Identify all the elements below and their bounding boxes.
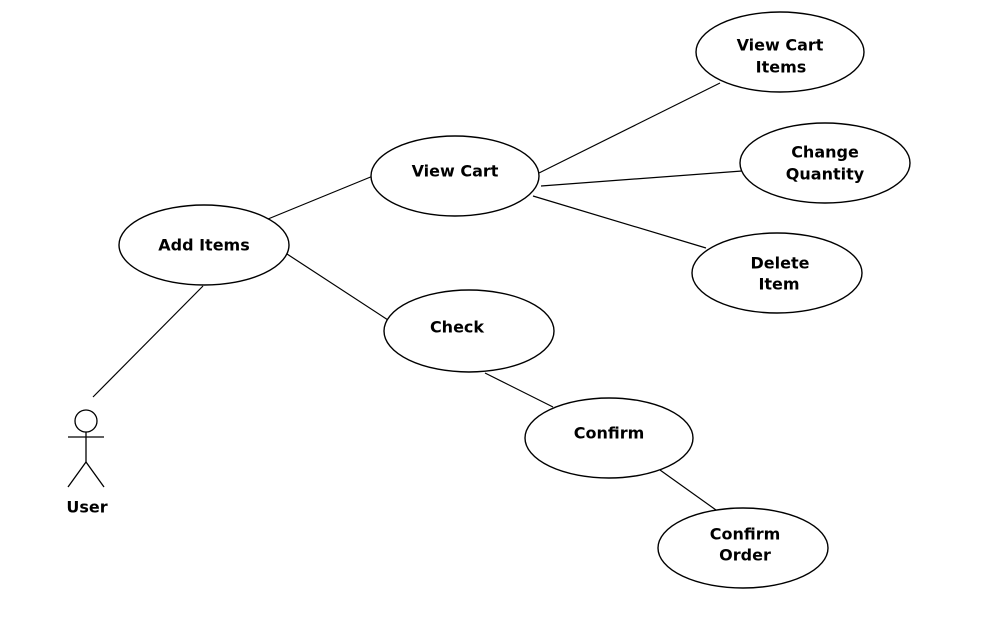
association-confirm-confirm-order [659,469,717,511]
use-case-label-line-1: Change [791,143,859,162]
use-case-check[interactable]: Check [383,289,555,373]
use-case-label-line-1: Delete [751,254,810,273]
use-case-view-cart-items[interactable]: View Cart Items [695,11,865,93]
use-case-label-line-2: Order [719,546,771,565]
association-view-cart-delete-item [532,195,707,249]
use-case-label: Add Items [158,236,250,255]
use-case-confirm[interactable]: Confirm [524,397,694,479]
association-view-cart-view-cart-items [538,82,721,174]
use-case-delete-item[interactable]: Delete Item [691,232,863,314]
actor-label: User [66,498,107,517]
association-add-items-check [286,253,389,321]
use-case-label: Check [430,318,484,337]
use-case-change-quantity[interactable]: Change Quantity [739,122,911,204]
use-case-label: View Cart [412,162,499,181]
association-user-add-items [92,285,204,398]
actor-user[interactable]: User [66,409,108,517]
use-case-confirm-order[interactable]: Confirm Order [657,507,829,589]
use-case-label-line-1: View Cart [737,36,824,55]
association-check-confirm [484,372,554,408]
stick-figure-icon [67,409,105,488]
use-case-view-cart[interactable]: View Cart [370,135,540,217]
associations [92,82,743,511]
use-case-add-items[interactable]: Add Items [118,204,290,286]
use-case-label: Confirm [574,424,645,443]
use-case-label-line-2: Quantity [786,165,865,184]
association-view-cart-change-quantity [540,170,743,187]
use-case-label-line-2: Item [758,275,799,294]
use-case-label-line-2: Items [756,58,807,77]
use-case-label-line-1: Confirm [710,525,781,544]
association-add-items-view-cart [267,175,374,220]
